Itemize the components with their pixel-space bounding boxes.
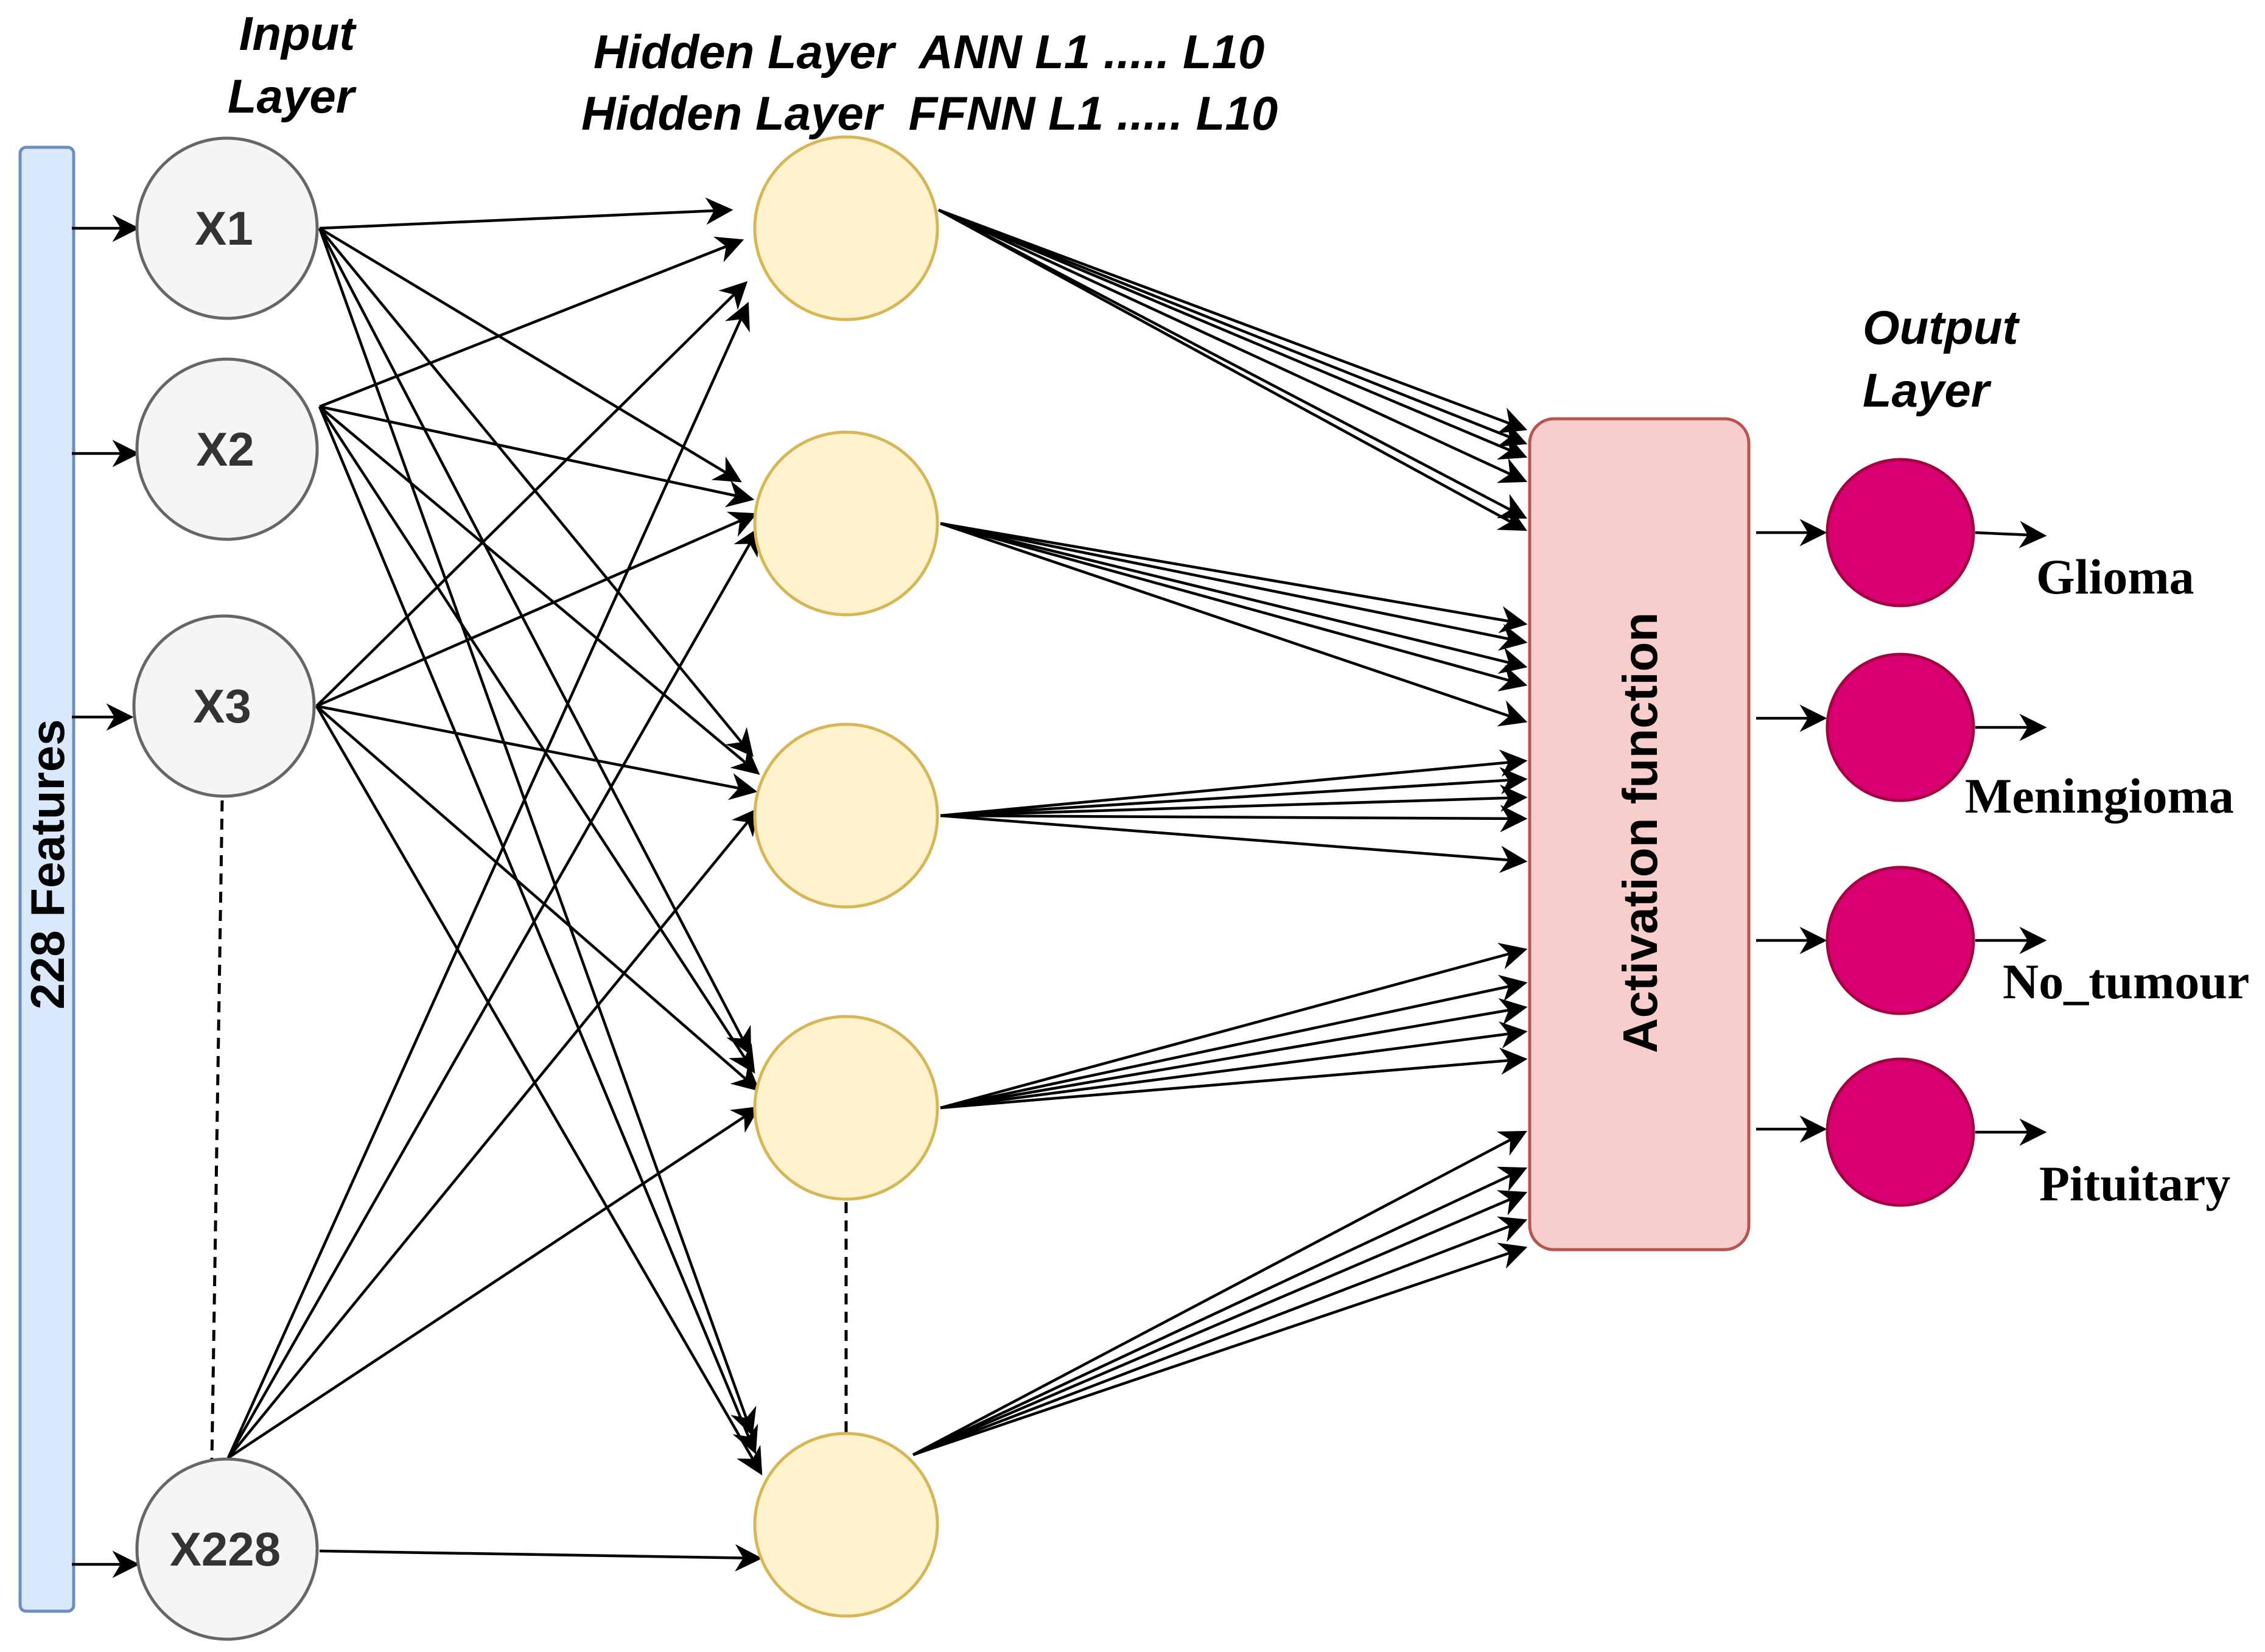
input-hidden-connection xyxy=(315,705,760,1091)
output-label-glioma: Glioma xyxy=(2036,549,2194,604)
output-node-glioma xyxy=(1826,458,1975,607)
hidden-activation-connection xyxy=(940,805,1528,833)
hidden-activation-connection xyxy=(937,209,1527,531)
output-arrow xyxy=(1975,520,2047,548)
hidden-node-5 xyxy=(753,1432,939,1618)
hidden-activation-connection xyxy=(940,975,1528,1110)
input-hidden-connection xyxy=(318,227,742,483)
input-hidden-connection xyxy=(319,236,744,408)
input-node-x228-label: X228 xyxy=(170,1522,281,1576)
input-hidden-connection xyxy=(318,405,755,1074)
output-label-pituitary: Pituitary xyxy=(2039,1156,2230,1211)
input-hidden-connection xyxy=(227,1106,760,1459)
hidden-activation-connection xyxy=(940,814,1528,873)
input-hidden-connection xyxy=(318,227,752,1055)
hidden-activation-connection xyxy=(937,209,1527,519)
input-hidden-connection xyxy=(318,406,758,1455)
input-hidden-connection xyxy=(227,807,760,1459)
input-hidden-connection xyxy=(319,1544,763,1572)
hidden-layer-title-line2: Hidden Layer FFNN L1 ..... L10 xyxy=(581,86,1278,140)
input-node-x2-label: X2 xyxy=(196,422,254,476)
hidden-activation-connection xyxy=(940,522,1528,674)
input-hidden-connection xyxy=(227,527,760,1459)
input-hidden-connection xyxy=(315,281,748,707)
activation-function-box xyxy=(1528,417,1751,1251)
input-hidden-connection xyxy=(226,301,750,1458)
output-label-no-tumour: No_tumour xyxy=(2003,954,2249,1009)
connections xyxy=(72,197,2047,1578)
hidden-activation-connection xyxy=(940,784,1528,817)
hidden-activation-connection xyxy=(912,1216,1528,1457)
hidden-activation-connection xyxy=(940,767,1528,817)
features-bar xyxy=(18,145,75,1613)
hidden-activation-connection xyxy=(940,998,1528,1110)
hidden-activation-connection xyxy=(938,208,1528,433)
activation-function-label: Activation function xyxy=(1613,612,1667,1053)
hidden-activation-connection xyxy=(940,522,1528,651)
input-hidden-connection xyxy=(319,197,733,230)
input-layer-title-line2: Layer xyxy=(228,69,357,123)
hidden-activation-connection xyxy=(938,208,1528,460)
input-hidden-connection xyxy=(315,705,763,1475)
input-node-x1: X1 xyxy=(135,136,319,320)
hidden-activation-connection xyxy=(940,1047,1528,1110)
hidden-activation-connection xyxy=(938,208,1528,483)
hidden-node-1 xyxy=(753,135,939,321)
hidden-activation-connection xyxy=(912,1130,1527,1456)
input-node-x3: X3 xyxy=(132,614,316,798)
hidden-activation-connection xyxy=(940,522,1528,727)
output-node-pituitary xyxy=(1826,1057,1975,1207)
input-node-x3-label: X3 xyxy=(193,679,251,733)
input-hidden-connection xyxy=(318,228,757,1437)
input-hidden-connection xyxy=(319,405,755,508)
hidden-activation-connection xyxy=(912,1190,1528,1457)
input-node-x228: X228 xyxy=(135,1457,319,1641)
input-ellipsis-line xyxy=(210,800,224,1461)
hidden-activation-connection xyxy=(912,1166,1528,1457)
hidden-activation-connection xyxy=(940,749,1528,817)
input-layer-title-line1: Input xyxy=(239,7,357,60)
hidden-activation-connection xyxy=(940,1021,1528,1110)
hidden-activation-connection xyxy=(940,942,1528,1110)
output-label-meningioma: Meningioma xyxy=(1965,768,2234,824)
input-hidden-connection xyxy=(318,405,760,775)
output-layer-title-line1: Output xyxy=(1863,301,2020,354)
output-node-meningioma xyxy=(1826,653,1975,802)
hidden-activation-connection xyxy=(940,522,1528,634)
hidden-node-3 xyxy=(753,723,939,909)
output-layer-title-line2: Layer xyxy=(1863,363,1992,417)
hidden-activation-connection xyxy=(938,208,1528,447)
features-bar-label: 228 Features xyxy=(21,719,74,1010)
hidden-layer-title-line1: Hidden Layer ANN L1 ..... L10 xyxy=(593,25,1264,79)
input-hidden-connection xyxy=(316,511,758,708)
input-hidden-connection xyxy=(316,704,758,800)
hidden-activation-connection xyxy=(940,522,1528,691)
input-node-x2: X2 xyxy=(135,357,319,541)
hidden-activation-connection xyxy=(912,1242,1528,1457)
output-node-no-tumour xyxy=(1826,866,1975,1015)
hidden-node-2 xyxy=(753,430,939,617)
input-node-x1-label: X1 xyxy=(195,201,253,255)
hidden-node-4 xyxy=(753,1015,939,1201)
